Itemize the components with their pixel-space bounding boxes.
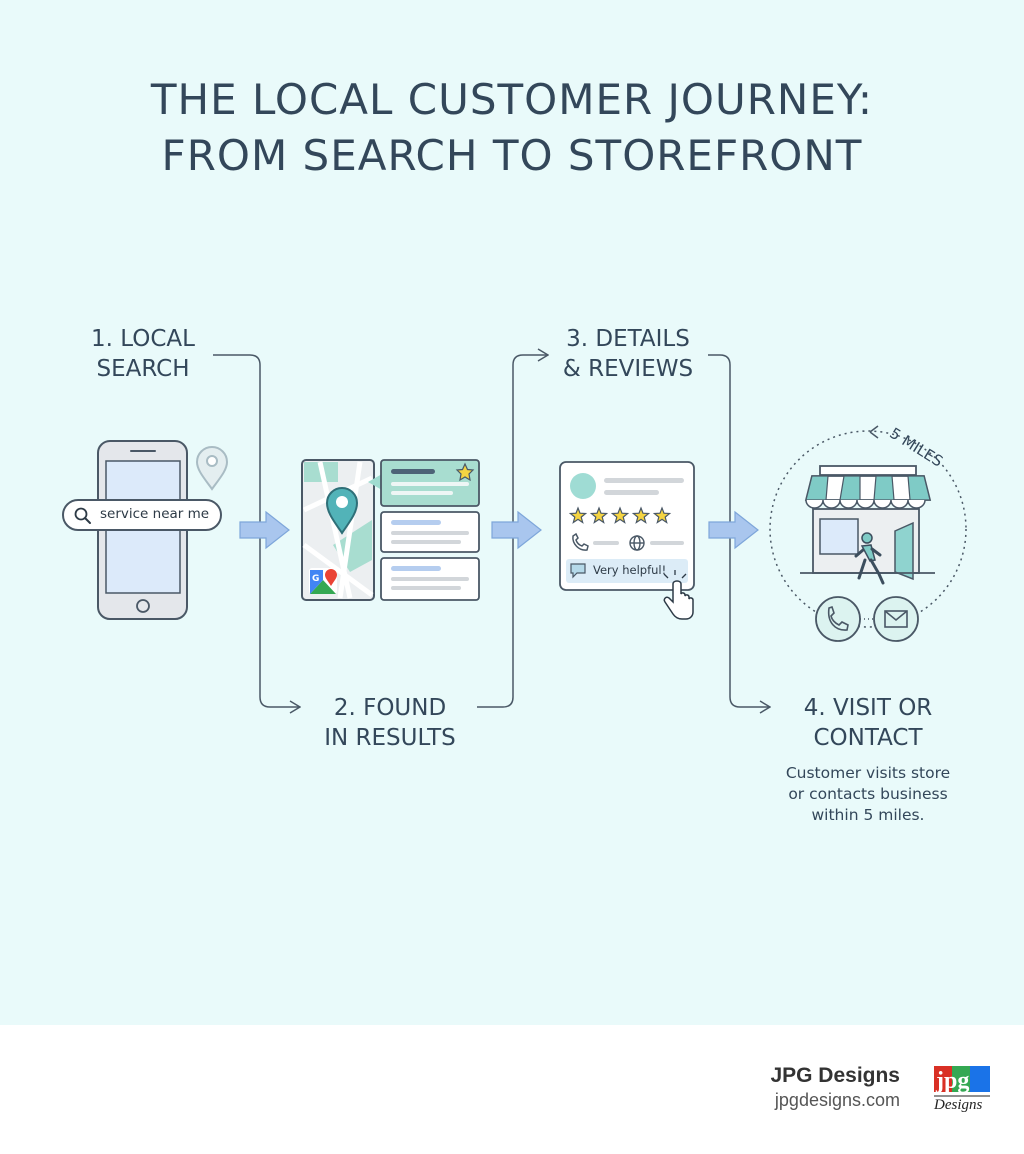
- result-card: [380, 557, 480, 601]
- business-profile-card: [559, 461, 695, 620]
- star-icon: [610, 506, 630, 524]
- step-4-description: Customer visits store or contacts busine…: [785, 764, 951, 824]
- chat-bubble-icon: [570, 563, 586, 579]
- phone-contact-icon: [815, 596, 861, 642]
- step-4-label: 4. VISIT OR CONTACT: [803, 695, 933, 751]
- search-bar: service near me: [62, 499, 222, 531]
- brand-name: JPG Designs: [770, 1064, 900, 1087]
- storefront-icon: [800, 465, 935, 581]
- radius-circle: [769, 430, 967, 628]
- step-2-label: 2. FOUND IN RESULTS: [324, 695, 456, 751]
- arrow-right-icon: [708, 510, 759, 550]
- star-icon: [589, 506, 609, 524]
- phone-icon: [572, 532, 589, 551]
- title-line-1: THE LOCAL CUSTOMER JOURNEY:: [150, 75, 874, 124]
- location-pin-icon: [195, 446, 229, 491]
- page-title: THE LOCAL CUSTOMER JOURNEY: FROM SEARCH …: [0, 72, 1024, 184]
- email-icon: [873, 596, 919, 642]
- svg-text:jpg: jpg: [935, 1068, 969, 1094]
- star-icon: [652, 506, 672, 524]
- arrow-right-icon: [239, 510, 290, 550]
- result-card-highlighted: [368, 459, 480, 507]
- footer: [0, 1025, 1024, 1154]
- map-icon: G: [301, 459, 375, 601]
- star-rating: [568, 506, 672, 524]
- step-1-label: 1. LOCAL SEARCH: [91, 326, 195, 382]
- step-3-label: 3. DETAILS & REVIEWS: [562, 326, 694, 382]
- walking-person-icon: [854, 532, 885, 585]
- jpg-logo: jpg: [934, 1066, 990, 1097]
- search-icon: [74, 507, 91, 524]
- globe-icon: [629, 535, 645, 551]
- title-line-2: FROM SEARCH TO STOREFRONT: [161, 131, 863, 180]
- star-icon: [631, 506, 651, 524]
- brand-url: jpgdesigns.com: [774, 1090, 900, 1110]
- star-icon: [568, 506, 588, 524]
- result-card: [380, 511, 480, 553]
- logo-subtext: Designs: [934, 1097, 983, 1113]
- star-icon: [455, 462, 475, 482]
- svg-text:G: G: [312, 574, 319, 584]
- review-comment: Very helpful!: [593, 563, 667, 577]
- search-query: service near me: [100, 506, 210, 522]
- pointer-hand-icon: [663, 580, 694, 620]
- arrow-right-icon: [491, 510, 542, 550]
